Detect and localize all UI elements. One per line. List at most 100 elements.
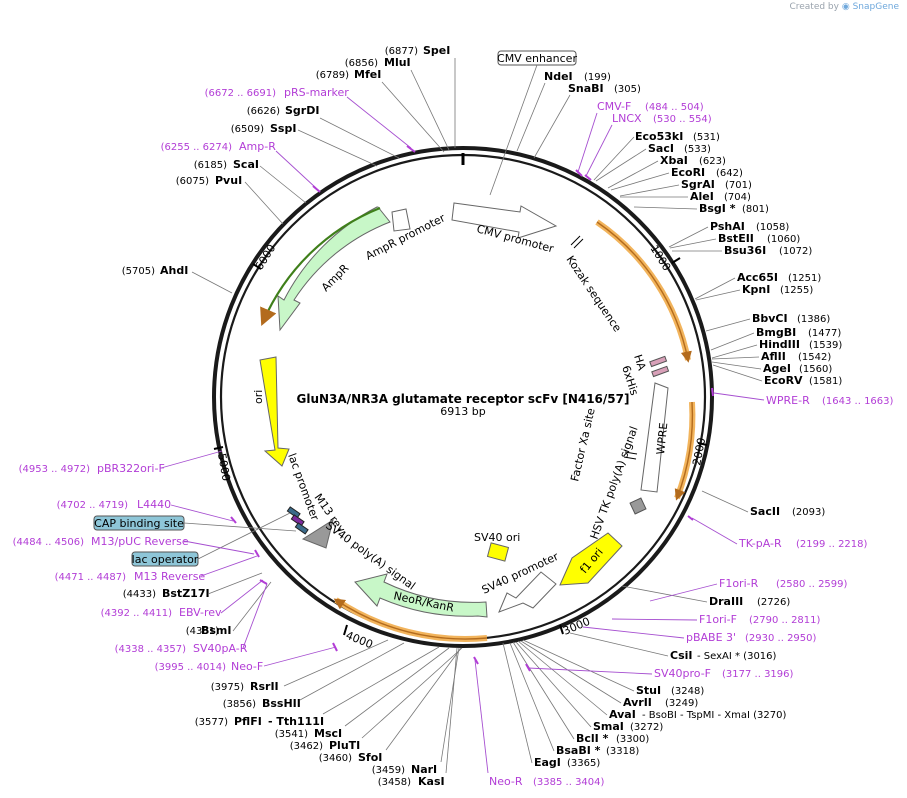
primer-tk-pa-r[interactable]: TK-pA-R (738, 537, 782, 550)
enzyme-saci[interactable]: SacI (648, 142, 674, 155)
svg-text:(531): (531) (693, 132, 720, 143)
primer-neo-f[interactable]: Neo-F (231, 660, 263, 673)
enzyme-bmgbi[interactable]: BmgBI (756, 326, 796, 339)
enzyme-bstz17i[interactable]: BstZ17I (162, 587, 210, 600)
primer-m13-puc-reverse[interactable]: M13/pUC Reverse (91, 535, 189, 548)
primer-pbabe[interactable]: pBABE 3' (686, 631, 736, 644)
enzyme-smai[interactable]: SmaI (593, 720, 624, 733)
primer-neo-r[interactable]: Neo-R (489, 775, 523, 788)
enzyme-hindiii[interactable]: HindIII (759, 338, 800, 351)
enzyme-stui[interactable]: StuI (636, 684, 661, 697)
cmv-enhancer-label: CMV enhancer (497, 52, 577, 65)
enzyme-eagi[interactable]: EagI (534, 756, 561, 769)
enzyme-pluti[interactable]: PluTI (329, 739, 360, 752)
enzyme-spei[interactable]: SpeI (423, 44, 450, 57)
enzyme-agei[interactable]: AgeI (763, 362, 791, 375)
enzyme-bsgi[interactable]: BsgI * (699, 202, 736, 215)
enzyme-bbvci[interactable]: BbvCI (752, 312, 788, 325)
primer-sv40pa-r[interactable]: SV40pA-R (193, 642, 248, 655)
cmv-promoter-arrow (451, 202, 558, 239)
enzyme-draiii[interactable]: DraIII (709, 595, 743, 608)
primer-lncx[interactable]: LNCX (612, 112, 642, 125)
primer-sv40pro-f[interactable]: SV40pro-F (654, 667, 711, 680)
primer-pbr322ori-f[interactable]: pBR322ori-F (97, 462, 165, 475)
svg-text:(3300): (3300) (616, 734, 649, 745)
svg-text:(6856): (6856) (345, 58, 378, 69)
enzyme-bsabi[interactable]: BsaBI * (556, 744, 601, 757)
svg-text:(3975): (3975) (211, 682, 244, 693)
svg-text:(801): (801) (742, 204, 769, 215)
enzyme-sfoi[interactable]: SfoI (358, 751, 382, 764)
enzyme-pflfi[interactable]: PflFI (234, 715, 262, 728)
svg-text:(4392 .. 4411): (4392 .. 4411) (101, 608, 173, 619)
enzyme-kpni[interactable]: KpnI (742, 283, 770, 296)
enzyme-bsu36i[interactable]: Bsu36I (724, 244, 766, 257)
svg-text:(6255 .. 6274): (6255 .. 6274) (161, 142, 233, 153)
primer-f1ori-r[interactable]: F1ori-R (719, 577, 759, 590)
enzyme-labels-top-right: NdeI (199) SnaBI (305) Eco53kI (531) Sac… (516, 70, 842, 387)
enzyme-kasi[interactable]: KasI (418, 775, 445, 788)
enzyme-csii[interactable]: CsiI (670, 649, 692, 662)
enzyme-ecori[interactable]: EcoRI (671, 166, 705, 179)
svg-text:(5705): (5705) (122, 266, 155, 277)
primer-amp-r[interactable]: Amp-R (239, 140, 276, 153)
enzyme-sacii[interactable]: SacII (750, 505, 780, 518)
enzyme-alei[interactable]: AleI (690, 190, 714, 203)
svg-text:(1542): (1542) (798, 352, 831, 363)
enzyme-acc65i[interactable]: Acc65I (737, 271, 778, 284)
enzyme-mlui[interactable]: MluI (384, 56, 411, 69)
enzyme-pvui[interactable]: PvuI (215, 174, 242, 187)
svg-text:(4338 .. 4357): (4338 .. 4357) (115, 644, 187, 655)
lac-operator-label: lac operator (132, 553, 199, 566)
svg-text:(3318): (3318) (606, 746, 639, 757)
tick-5000: 5000 (215, 452, 233, 482)
enzyme-rsrii[interactable]: RsrII (250, 680, 279, 693)
primer-m13-reverse[interactable]: M13 Reverse (134, 570, 205, 583)
enzyme-ecorv[interactable]: EcoRV (764, 374, 803, 387)
enzyme-bsmi[interactable]: BsmI (201, 624, 232, 637)
svg-text:(704): (704) (724, 192, 751, 203)
enzyme-msci[interactable]: MscI (314, 727, 342, 740)
enzyme-snabi[interactable]: SnaBI (568, 82, 604, 95)
svg-text:(4381): (4381) (186, 626, 219, 637)
svg-text:(1386): (1386) (797, 314, 830, 325)
kozak-marker (570, 235, 581, 246)
enzyme-bcli[interactable]: BclI * (576, 732, 609, 745)
svg-text:(2930 .. 2950): (2930 .. 2950) (745, 633, 817, 644)
svg-text:(484 .. 504): (484 .. 504) (645, 102, 704, 113)
ampr-label: AmpR (319, 261, 352, 294)
svg-text:(3385 .. 3404): (3385 .. 3404) (533, 777, 605, 788)
svg-text:(3541): (3541) (275, 729, 308, 740)
primer-l4440[interactable]: L4440 (137, 498, 171, 511)
enzyme-avrii[interactable]: AvrII (623, 696, 652, 709)
enzyme-sgrdi[interactable]: SgrDI (285, 104, 319, 117)
svg-text:(3995 .. 4014): (3995 .. 4014) (155, 662, 227, 673)
enzyme-sspi[interactable]: SspI (270, 122, 296, 135)
primer-wpre-r[interactable]: WPRE-R (766, 394, 810, 407)
enzyme-sgrai[interactable]: SgrAI (681, 178, 715, 191)
primer-ebv-rev[interactable]: EBV-rev (179, 606, 222, 619)
ampr-dark-arc (260, 206, 381, 327)
enzyme-avai[interactable]: AvaI (609, 708, 636, 721)
enzyme-scai[interactable]: ScaI (233, 158, 259, 171)
enzyme-ndei[interactable]: NdeI (544, 70, 573, 83)
enzyme-xbai[interactable]: XbaI (660, 154, 688, 167)
enzyme-pshai[interactable]: PshAI (710, 220, 745, 233)
primer-labels-top-left: (6672 .. 6691) pRS-marker (6255 .. 6274)… (161, 86, 416, 193)
enzyme-bsshii[interactable]: BssHII (262, 697, 301, 710)
svg-text:(6509): (6509) (231, 124, 264, 135)
sv40-promoter-arrow (498, 571, 557, 613)
enzyme-nari[interactable]: NarI (411, 763, 437, 776)
snapgene-logo-icon: ◉ (841, 2, 850, 12)
ha-label: HA (631, 353, 648, 372)
primer-cmv-f[interactable]: CMV-F (597, 100, 631, 113)
svg-text:(3460): (3460) (319, 753, 352, 764)
enzyme-eco53ki[interactable]: Eco53kI (635, 130, 683, 143)
enzyme-ahdi[interactable]: AhdI (160, 264, 188, 277)
enzyme-bsteii[interactable]: BstEII (718, 232, 754, 245)
primer-prs-marker[interactable]: pRS-marker (284, 86, 349, 99)
svg-text:(1058): (1058) (756, 222, 789, 233)
enzyme-aflii[interactable]: AflII (761, 350, 786, 363)
primer-f1ori-f[interactable]: F1ori-F (699, 613, 737, 626)
enzyme-mfei[interactable]: MfeI (354, 68, 381, 81)
